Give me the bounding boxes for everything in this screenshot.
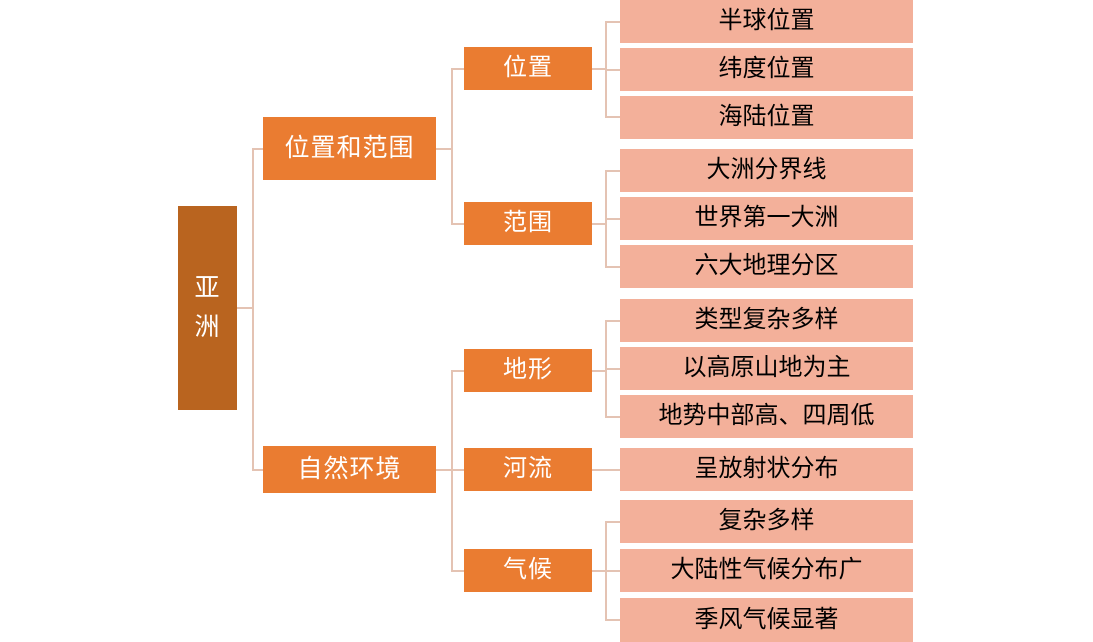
connector-leaf-gaoyuan (605, 368, 621, 370)
root-char-1: 亚 (194, 273, 221, 302)
leaf-node-largest-continent[interactable]: 世界第一大洲 (620, 197, 913, 240)
connector-root-trunk (252, 148, 254, 470)
connector-branch1-stub (436, 148, 452, 150)
leaf-node-complex-diverse[interactable]: 复杂多样 (620, 500, 913, 543)
leaf-node-plateau-mountain[interactable]: 以高原山地为主 (620, 347, 913, 390)
connector-to-sub-weizhi (451, 68, 464, 70)
connector-leaf-fenjiexian (605, 170, 621, 172)
leaf-node-complex-types[interactable]: 类型复杂多样 (620, 299, 913, 342)
connector-branch1-trunk (451, 68, 453, 224)
leaf-node-radial-distribution[interactable]: 呈放射状分布 (620, 448, 913, 491)
connector-to-sub-heliu (451, 469, 464, 471)
leaf-node-hemisphere-position[interactable]: 半球位置 (620, 0, 913, 43)
leaf-node-monsoon-climate[interactable]: 季风气候显著 (620, 598, 913, 642)
subbranch-node-climate[interactable]: 气候 (464, 549, 592, 592)
connector-leaf-fenqu (605, 266, 621, 268)
branch-node-location-and-extent[interactable]: 位置和范围 (263, 117, 436, 180)
connector-to-sub-qihou (451, 570, 464, 572)
leaf-node-terrain-high-center[interactable]: 地势中部高、四周低 (620, 395, 913, 438)
subbranch-node-position[interactable]: 位置 (464, 47, 592, 90)
connector-leaf-daluxing (605, 570, 621, 572)
connector-dixing-stub (592, 370, 606, 372)
connector-root-stub (237, 307, 253, 309)
root-char-2: 洲 (194, 313, 221, 341)
connector-leaf-dishi (605, 416, 621, 418)
leaf-node-six-regions[interactable]: 六大地理分区 (620, 245, 913, 288)
leaf-node-continental-climate[interactable]: 大陆性气候分布广 (620, 549, 913, 592)
connector-to-sub-fanwei (451, 223, 464, 225)
subbranch-node-extent[interactable]: 范围 (464, 202, 592, 245)
connector-branch2-stub (436, 469, 452, 471)
subbranch-node-landform[interactable]: 地形 (464, 349, 592, 392)
subbranch-node-rivers[interactable]: 河流 (464, 448, 592, 491)
connector-qihou-stub (592, 570, 606, 572)
branch-node-natural-environment[interactable]: 自然环境 (263, 446, 436, 493)
connector-leaf-fuza (605, 521, 621, 523)
leaf-node-continental-boundary[interactable]: 大洲分界线 (620, 149, 913, 192)
connector-leaf-weidu (605, 69, 621, 71)
connector-heliu-stub (592, 469, 621, 471)
connector-leaf-diyidazhou (605, 218, 621, 220)
connector-to-branch-2 (252, 469, 265, 471)
leaf-node-latitude-position[interactable]: 纬度位置 (620, 48, 913, 91)
connector-weizhi-stub (592, 68, 606, 70)
connector-leaf-hailu (605, 116, 621, 118)
connector-to-branch-1 (252, 148, 265, 150)
connector-leaf-banqiu (605, 21, 621, 23)
root-node-asia[interactable]: 亚 洲 (178, 206, 237, 410)
connector-fanwei-stub (592, 223, 606, 225)
connector-leaf-jifeng (605, 619, 621, 621)
connector-leaf-leixing (605, 320, 621, 322)
connector-to-sub-dixing (451, 370, 464, 372)
leaf-node-land-sea-position[interactable]: 海陆位置 (620, 96, 913, 139)
